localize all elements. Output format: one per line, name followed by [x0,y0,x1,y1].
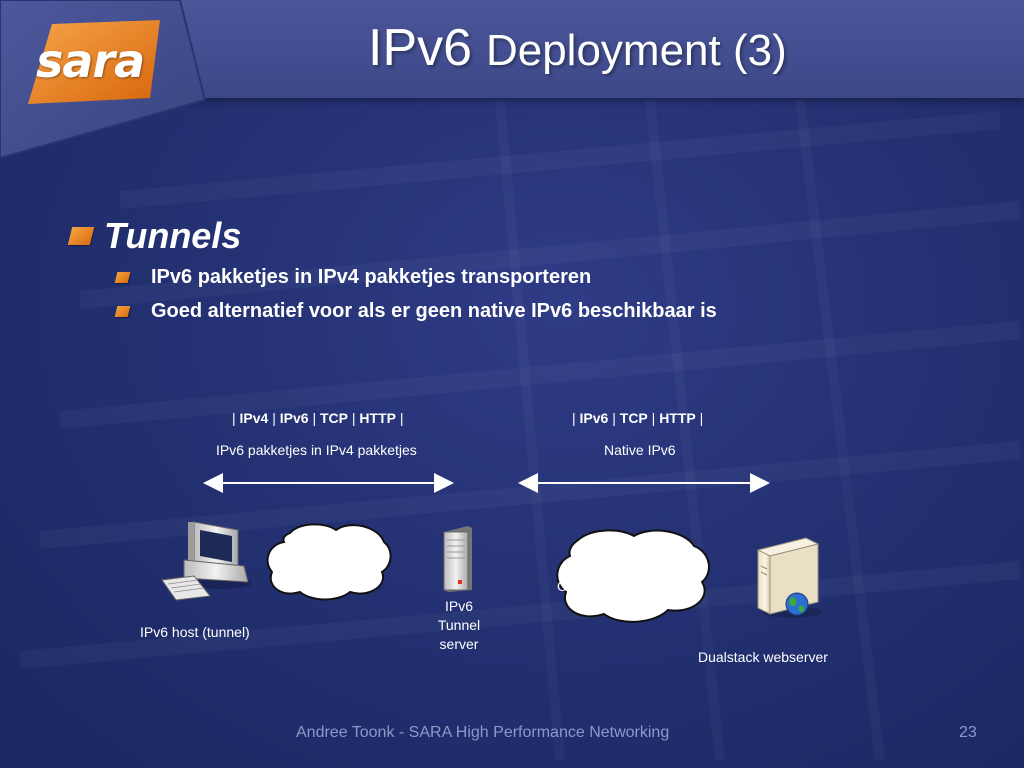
proto-http: HTTP [359,410,396,426]
proto-http: HTTP [659,410,696,426]
host-label: IPv6 host (tunnel) [140,624,250,640]
page-number: 23 [959,724,977,741]
sub-bullet-2-text: Goed alternatief voor als er geen native… [151,300,717,322]
bullet-tunnels: Tunnels [67,215,242,257]
left-caption: IPv6 pakketjes in IPv4 pakketjes [216,442,417,458]
bullet-tunnels-text: Tunnels [104,215,242,256]
logo-panel [0,0,207,160]
proto-tcp: TCP [619,410,648,426]
slide-title: IPv6 Deployment (3) [368,18,787,78]
sub-bullet-1: IPv6 pakketjes in IPv4 pakketjes transpo… [114,266,592,289]
cloud-ipv4-label: IPv4 netwerk [284,553,365,569]
right-protocol-stack: | IPv6 | TCP | HTTP | [572,410,704,426]
logo-sara: sara [36,34,145,88]
webserver-label: Dualstack webserver [698,649,828,665]
tunnel-server-label-line2: Tunnel [437,617,481,633]
cloud-ipv6-label-line1: IPv6 netwerk [586,560,667,576]
cloud-ipv4 [266,523,392,601]
left-protocol-stack: | IPv4 | IPv6 | TCP | HTTP | [232,410,404,426]
cloud-ipv6 [556,529,710,623]
proto-ipv6: IPv6 [279,410,309,426]
proto-ipv6: IPv6 [579,410,609,426]
tunnel-server-label-line3: server [439,636,479,652]
proto-ipv4: IPv4 [239,410,269,426]
footer-text: Andree Toonk - SARA High Performance Net… [296,724,670,741]
proto-tcp: TCP [320,410,348,426]
sub-bullet-1-text: IPv6 pakketjes in IPv4 pakketjes transpo… [151,266,592,288]
title-part-deployment: Deployment (3) [485,26,787,75]
title-part-ipv6: IPv6 [368,19,473,77]
sub-bullet-2: Goed alternatief voor als er geen native… [114,300,717,323]
tunnel-server-label-line1: IPv6 [444,598,473,614]
computer-icon [161,521,252,601]
webserver-icon [756,537,822,618]
right-caption: Native IPv6 [604,442,676,458]
cloud-ipv6-label-line2: Of dualstack netwerk [557,578,688,594]
tunnel-server-icon [443,526,472,592]
